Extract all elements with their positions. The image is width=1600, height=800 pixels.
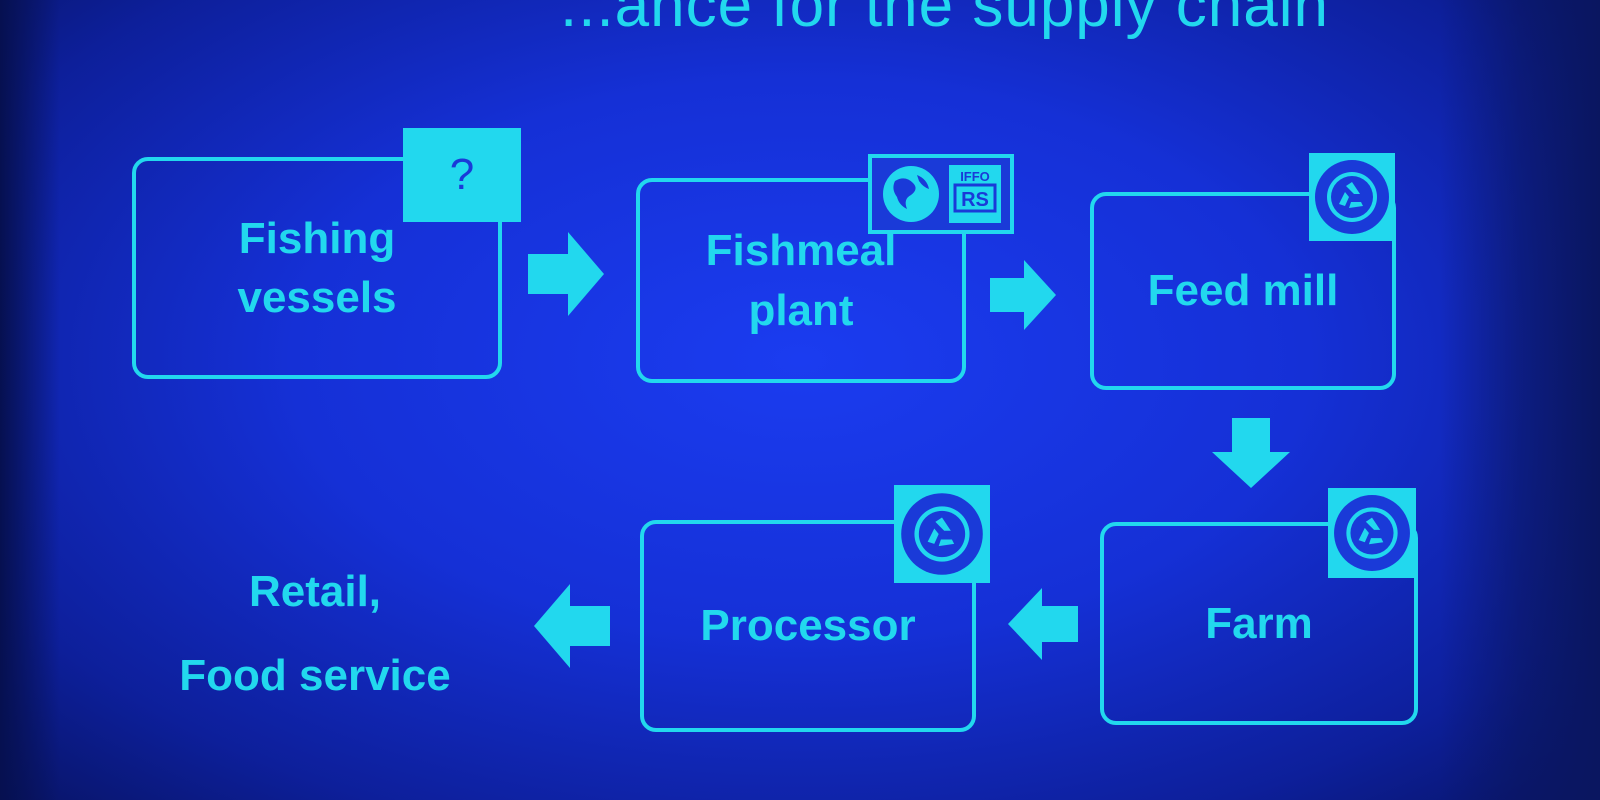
node-label-line1: Retail, bbox=[248, 567, 382, 616]
iffo-rs-logo-icon: IFFO RS bbox=[868, 154, 1014, 234]
arrow-left-icon bbox=[534, 584, 610, 668]
arrow-right-icon bbox=[990, 260, 1056, 330]
slide-title: ...ance for the supply chain bbox=[560, 0, 1330, 40]
node-label-line2: Food service bbox=[179, 650, 451, 700]
node-label: Farm bbox=[1205, 598, 1313, 648]
node-feed-mill: Feed mill bbox=[1090, 192, 1396, 390]
bap-logo-icon bbox=[894, 485, 990, 583]
bap-logo-graphic bbox=[1334, 495, 1410, 571]
background-shadow-left bbox=[0, 0, 60, 800]
background-shadow-right bbox=[1440, 0, 1600, 800]
question-mark-icon: ? bbox=[449, 150, 475, 199]
bap-logo-icon bbox=[1328, 488, 1416, 578]
iffo-rs-logo-graphic: IFFO RS bbox=[883, 165, 1001, 223]
node-label-line1: Fishing bbox=[238, 213, 396, 263]
arrow-right-icon bbox=[528, 232, 604, 316]
arrow-down-icon bbox=[1212, 418, 1290, 488]
node-label-line2: plant bbox=[748, 285, 854, 335]
node-retail-food-service: Retail, Food service bbox=[150, 550, 480, 717]
node-fishmeal-plant: Fishmeal plant bbox=[636, 178, 966, 383]
unknown-certification-badge: ? bbox=[403, 128, 521, 222]
node-label: Feed mill bbox=[1147, 266, 1339, 316]
node-farm: Farm bbox=[1100, 522, 1418, 725]
node-label-line2: vessels bbox=[237, 273, 397, 322]
bap-logo-icon bbox=[1309, 153, 1395, 241]
iffo-logo-text: IFFO bbox=[960, 169, 990, 184]
arrow-left-icon bbox=[1008, 588, 1078, 660]
node-processor: Processor bbox=[640, 520, 976, 732]
node-label-line1: Fishmeal bbox=[705, 226, 897, 276]
node-fishing-vessels: Fishing vessels bbox=[132, 157, 502, 379]
bap-logo-graphic bbox=[1315, 160, 1389, 234]
rs-logo-text: RS bbox=[961, 189, 989, 211]
node-label: Processor bbox=[700, 601, 916, 651]
bap-logo-graphic bbox=[901, 493, 983, 575]
